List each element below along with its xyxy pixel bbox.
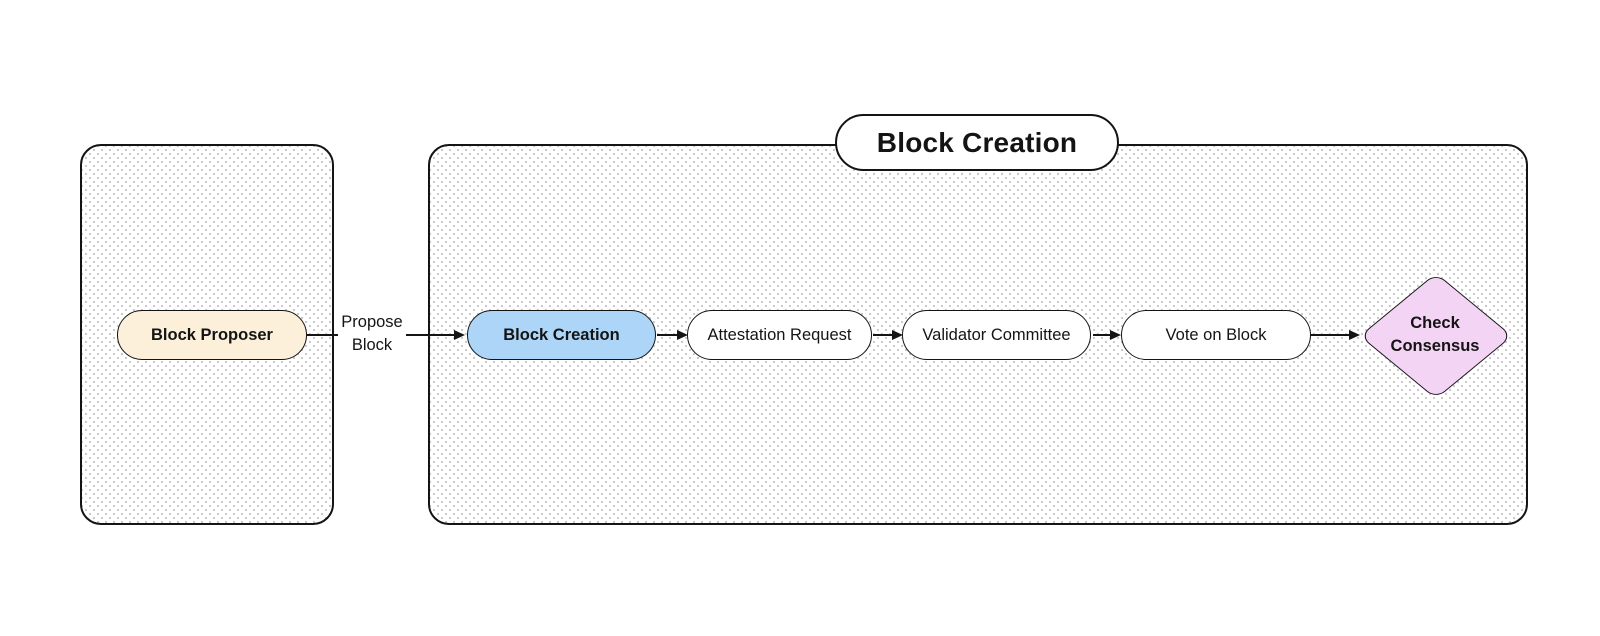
node-block-creation-label: Block Creation [503, 325, 620, 344]
node-block-proposer: Block Proposer [117, 310, 307, 360]
edge-label-line2: Block [351, 336, 393, 354]
node-check-consensus-label: Check Consensus [1360, 273, 1510, 397]
node-block-creation: Block Creation [467, 310, 656, 360]
edge-attestation-to-validator [873, 334, 892, 337]
edge-propose-block-segment [307, 334, 346, 337]
edge-propose-block-arrow [404, 334, 454, 337]
edge-creation-to-attestation [657, 334, 677, 337]
node-validator-committee-label: Validator Committee [922, 325, 1071, 344]
check-consensus-line1: Check [1410, 314, 1460, 332]
edge-validator-to-vote [1093, 334, 1110, 337]
edge-label-propose-block: Propose Block [338, 302, 406, 366]
node-block-proposer-label: Block Proposer [151, 325, 273, 344]
node-attestation-request-label: Attestation Request [707, 325, 852, 344]
node-vote-on-block: Vote on Block [1121, 310, 1311, 360]
node-attestation-request: Attestation Request [687, 310, 872, 360]
check-consensus-line2: Consensus [1390, 337, 1480, 355]
edge-vote-to-consensus [1311, 334, 1349, 337]
group-title-pill: Block Creation [835, 114, 1119, 171]
node-check-consensus: Check Consensus [1359, 272, 1513, 400]
node-validator-committee: Validator Committee [902, 310, 1091, 360]
node-vote-on-block-label: Vote on Block [1165, 325, 1267, 344]
group-title-label: Block Creation [876, 126, 1078, 158]
edge-label-line1: Propose [341, 313, 403, 331]
